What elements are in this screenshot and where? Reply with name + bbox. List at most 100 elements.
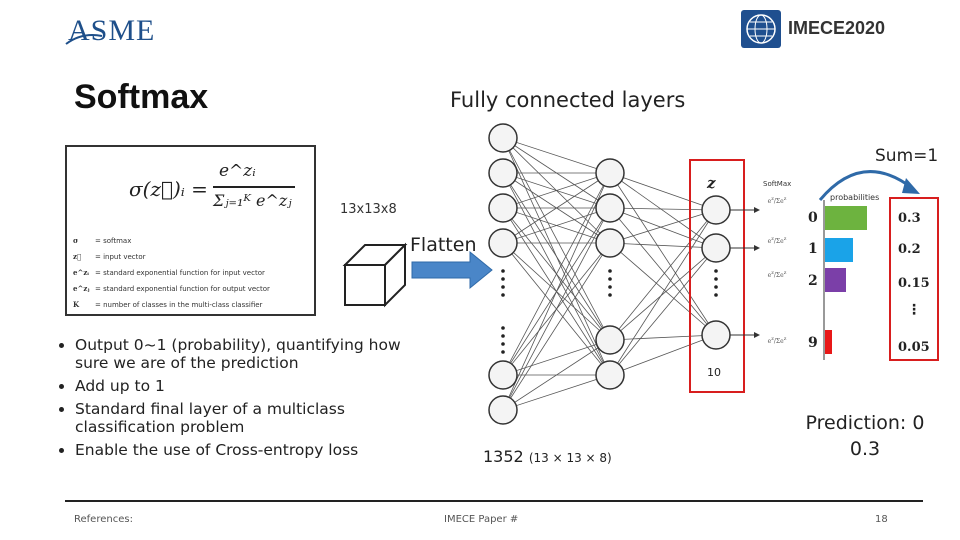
fully-connected-label: Fully connected layers [450, 88, 686, 112]
output-layer-highlight [689, 159, 745, 393]
network-edge [609, 242, 717, 249]
probability-value: 0.3 [898, 211, 921, 226]
input-count-label: 1352 (13 × 13 × 8) [483, 447, 612, 466]
network-edge [609, 334, 717, 376]
legend-row: K= number of classes in the multi-class … [73, 300, 263, 309]
output-arrowhead [754, 332, 760, 338]
network-node [595, 193, 625, 223]
network-node [701, 233, 731, 263]
network-nodes [488, 123, 731, 425]
network-edge [609, 207, 717, 211]
asme-swoosh-icon [65, 34, 103, 45]
ellipsis-dot [501, 350, 505, 354]
network-edge [502, 339, 611, 411]
network-edge [609, 172, 717, 336]
bullet-item: Output 0~1 (probability), quantifying ho… [75, 336, 415, 372]
probabilities-highlight [889, 197, 939, 361]
z-label: z [707, 174, 716, 192]
sum-arrowhead [902, 178, 920, 194]
bullet-list: Output 0~1 (probability), quantifying ho… [55, 336, 415, 464]
asme-logo: ASME [68, 14, 156, 47]
network-node [488, 395, 518, 425]
network-node [595, 325, 625, 355]
ellipsis-dot [501, 342, 505, 346]
legend-row: e^zᵢ= standard exponential function for … [73, 268, 265, 277]
network-node [488, 193, 518, 223]
ellipsis-dot [714, 285, 718, 289]
class-label: 9 [808, 335, 818, 351]
softmax-panel-title: SoftMax [763, 180, 792, 188]
network-node [488, 360, 518, 390]
network-edge [502, 172, 611, 209]
network-edge [609, 172, 717, 249]
network-node [595, 360, 625, 390]
network-node [488, 228, 518, 258]
ellipsis-dot [501, 285, 505, 289]
network-edge [502, 374, 611, 411]
formula-legend: σ= softmax z⃗= input vector e^zᵢ= standa… [73, 233, 311, 313]
bullet-item: Enable the use of Cross-entropy loss [75, 441, 415, 459]
formula-numerator: e^zᵢ [219, 161, 256, 181]
softmax-fraction: ez/Σez [767, 336, 787, 345]
bullet-item: Standard final layer of a multiclass cla… [75, 400, 415, 436]
network-node [488, 123, 518, 153]
ellipsis-dot [608, 293, 612, 297]
ellipsis-dot [501, 277, 505, 281]
network-edge [502, 207, 611, 244]
network-edge [502, 339, 611, 376]
network-edge [609, 334, 717, 341]
legend-row: e^zⱼ= standard exponential function for … [73, 284, 270, 293]
ellipsis-dot [501, 269, 505, 273]
class-label: 1 [808, 241, 818, 257]
network-edge [609, 242, 717, 336]
network-edge [609, 247, 717, 341]
probability-value: 0.05 [898, 340, 930, 355]
ellipsis-dot [501, 326, 505, 330]
ellipsis-dot [501, 293, 505, 297]
bullet-item: Add up to 1 [75, 377, 415, 395]
page-number: 18 [875, 514, 888, 525]
network-edge [502, 242, 611, 411]
formula-lhs: σ(z⃗)ᵢ = [129, 177, 208, 201]
network-edge [502, 207, 611, 411]
paper-label: IMECE Paper # [444, 514, 519, 525]
imece-globe-icon [741, 10, 781, 48]
network-edge [609, 209, 717, 376]
network-edge [502, 172, 611, 244]
network-node [595, 158, 625, 188]
network-edge [502, 137, 611, 341]
class-label: 2 [808, 273, 818, 289]
probability-value: 0.2 [898, 242, 921, 257]
flatten-label: Flatten [410, 234, 477, 256]
network-edge [502, 172, 611, 341]
legend-row: σ= softmax [73, 236, 132, 245]
formula-denominator: Σⱼ₌₁ᴷ e^zⱼ [213, 191, 292, 210]
sum-label: Sum=1 [875, 146, 939, 166]
network-edge [609, 209, 717, 244]
network-edge [502, 172, 611, 411]
probability-bars [823, 200, 867, 360]
network-edge [502, 172, 611, 376]
network-node [701, 320, 731, 350]
ellipsis-dot [714, 293, 718, 297]
probability-bar [825, 238, 853, 262]
probability-bar [825, 330, 832, 354]
legend-row: z⃗= input vector [73, 252, 146, 261]
softmax-formula-box: σ(z⃗)ᵢ = e^zᵢ Σⱼ₌₁ᴷ e^zⱼ σ= softmax z⃗= … [65, 145, 316, 316]
network-edge [502, 137, 611, 174]
output-count-label: 10 [707, 366, 721, 379]
network-edge [609, 247, 717, 376]
network-edge [609, 172, 717, 211]
imece-logo-text: IMECE2020 [788, 18, 886, 38]
output-arrowhead [754, 245, 760, 251]
network-node [701, 195, 731, 225]
ellipsis-dot [714, 277, 718, 281]
network-edge [609, 209, 717, 341]
network-node [595, 228, 625, 258]
ellipsis-dot [608, 269, 612, 273]
prediction-text: Prediction: 0 0.3 [805, 412, 925, 460]
ellipsis-dot [501, 334, 505, 338]
softmax-fraction: ez/Σez [767, 196, 787, 205]
output-arrows [730, 207, 760, 338]
